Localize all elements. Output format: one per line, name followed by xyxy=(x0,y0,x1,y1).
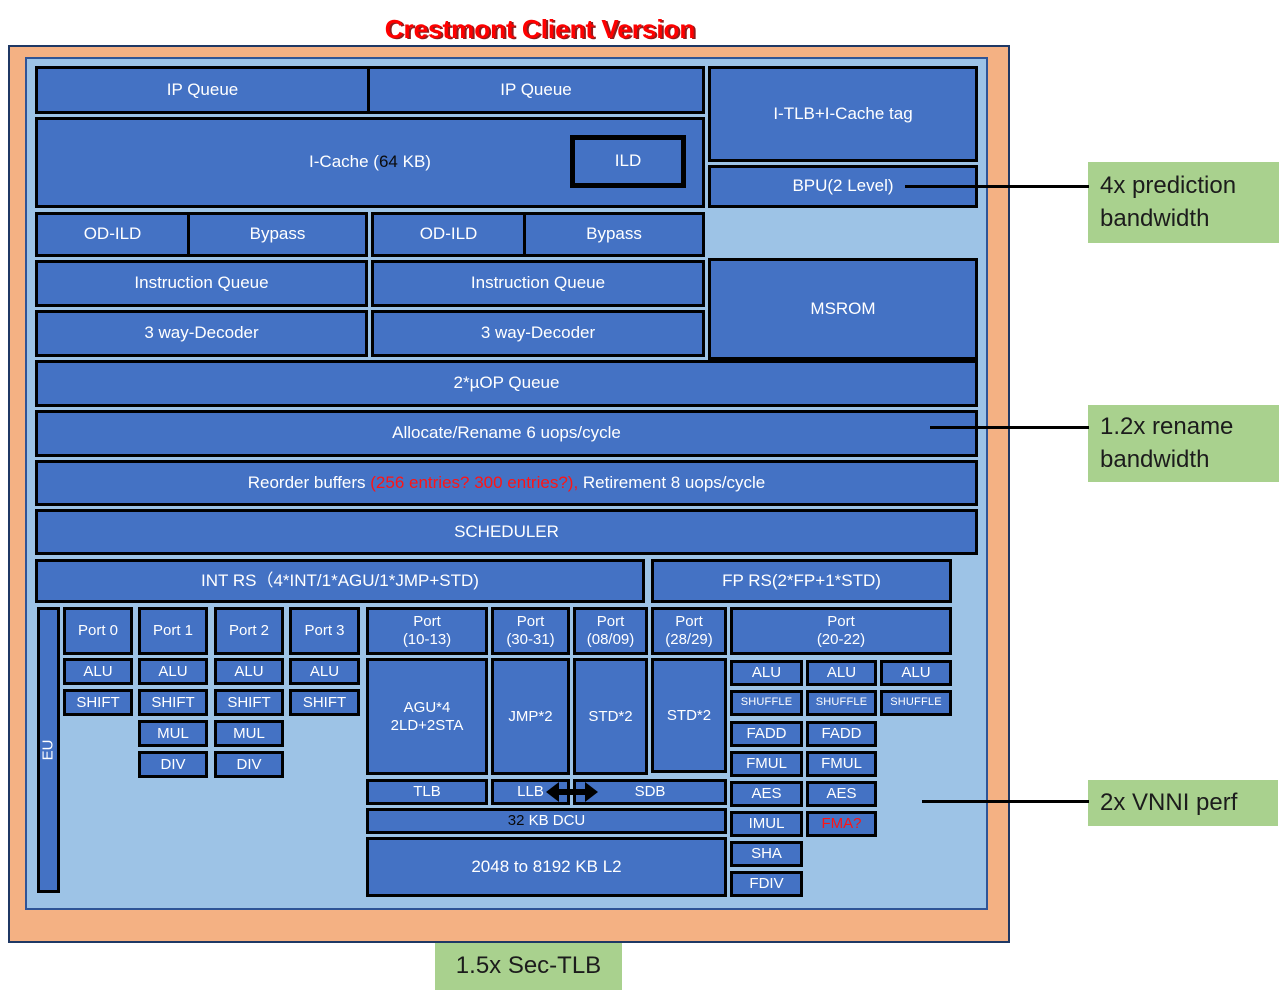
llb-sdb-arrow-icon xyxy=(546,782,598,802)
fp-col3-shuffle: SHUFFLE xyxy=(880,690,952,716)
reorder-buffer: Reorder buffers (256 entries? 300 entrie… xyxy=(35,460,978,506)
port0-alu: ALU xyxy=(63,658,133,685)
port-2-header: Port 2 xyxy=(214,607,284,655)
port2-mul: MUL xyxy=(214,720,284,747)
tlb: TLB xyxy=(366,779,488,805)
port1-shift: SHIFT xyxy=(138,689,208,716)
scheduler: SCHEDULER xyxy=(35,509,978,555)
allocate-rename: Allocate/Rename 6 uops/cycle xyxy=(35,410,978,457)
bypass-left: Bypass xyxy=(187,212,368,257)
eu-label: EU xyxy=(37,607,60,893)
fp-col1-aes: AES xyxy=(730,781,803,807)
instruction-queue-left: Instruction Queue xyxy=(35,260,368,307)
fp-col1-fadd: FADD xyxy=(730,721,803,747)
port-20-22-header: Port(20-22) xyxy=(730,607,952,655)
prediction-connector-line xyxy=(905,185,1089,188)
std-unit-2829: STD*2 xyxy=(651,658,727,773)
icache-size: 64 xyxy=(378,152,398,172)
port-0-header: Port 0 xyxy=(63,607,133,655)
msrom: MSROM xyxy=(708,258,978,360)
sdb: SDB xyxy=(573,779,727,805)
diagram-title: Crestmont Client Version xyxy=(384,14,696,44)
fp-col2-fmul: FMUL xyxy=(806,751,877,777)
fp-col3-alu: ALU xyxy=(880,660,952,686)
annotation-rename-bandwidth: 1.2x rename bandwidth xyxy=(1088,405,1279,482)
fp-col1-fdiv: FDIV xyxy=(730,871,803,897)
dcu: 32 KB DCU xyxy=(366,808,727,834)
instruction-queue-right: Instruction Queue xyxy=(371,260,705,307)
fp-col2-aes: AES xyxy=(806,781,877,807)
port1-div: DIV xyxy=(138,751,208,778)
decoder-left: 3 way-Decoder xyxy=(35,310,368,357)
decoder-right: 3 way-Decoder xyxy=(371,310,705,357)
fp-col1-sha: SHA xyxy=(730,841,803,867)
fp-col2-shuffle: SHUFFLE xyxy=(806,690,877,716)
fp-col1-fmul: FMUL xyxy=(730,751,803,777)
fp-col1-shuffle: SHUFFLE xyxy=(730,690,803,716)
ip-queue-left: IP Queue xyxy=(35,66,370,114)
ild: ILD xyxy=(570,135,686,188)
od-ild-left: OD-ILD xyxy=(35,212,190,257)
port-08-09-header: Port(08/09) xyxy=(573,607,648,655)
std-unit-0809: STD*2 xyxy=(573,658,648,775)
port2-alu: ALU xyxy=(214,658,284,685)
port1-mul: MUL xyxy=(138,720,208,747)
itlb-icache-tag: I-TLB+I-Cache tag xyxy=(708,66,978,162)
port-30-31-header: Port(30-31) xyxy=(491,607,570,655)
port2-shift: SHIFT xyxy=(214,689,284,716)
uop-queue: 2*µOP Queue xyxy=(35,360,978,407)
fp-col2-fma-question: FMA? xyxy=(806,811,877,837)
ip-queue-right: IP Queue xyxy=(367,66,705,114)
port-1-header: Port 1 xyxy=(138,607,208,655)
rename-connector-line xyxy=(930,426,1089,429)
annotation-prediction-bandwidth: 4x prediction bandwidth xyxy=(1088,162,1279,243)
fp-col2-alu: ALU xyxy=(806,660,877,686)
port-10-13-header: Port(10-13) xyxy=(366,607,488,655)
port2-div: DIV xyxy=(214,751,284,778)
port3-shift: SHIFT xyxy=(289,689,360,716)
od-ild-right: OD-ILD xyxy=(371,212,526,257)
bypass-right: Bypass xyxy=(523,212,705,257)
fp-rs: FP RS(2*FP+1*STD) xyxy=(651,559,952,603)
port3-alu: ALU xyxy=(289,658,360,685)
jmp-unit: JMP*2 xyxy=(491,658,570,775)
int-rs: INT RS（4*INT/1*AGU/1*JMP+STD) xyxy=(35,559,645,603)
port-3-header: Port 3 xyxy=(289,607,360,655)
fp-col1-imul: IMUL xyxy=(730,811,803,837)
port-28-29-header: Port(28/29) xyxy=(651,607,727,655)
port0-shift: SHIFT xyxy=(63,689,133,716)
annotation-vnni-perf: 2x VNNI perf xyxy=(1088,780,1278,826)
vnni-connector-line xyxy=(922,800,1089,803)
fp-col1-alu: ALU xyxy=(730,660,803,686)
dcu-size: 32 xyxy=(507,812,525,829)
port1-alu: ALU xyxy=(138,658,208,685)
annotation-sec-tlb: 1.5x Sec-TLB xyxy=(435,943,622,990)
fp-col2-fadd: FADD xyxy=(806,721,877,747)
rob-entries-question: (256 entries? 300 entries?), xyxy=(370,472,579,492)
l2-cache: 2048 to 8192 KB L2 xyxy=(366,837,727,897)
